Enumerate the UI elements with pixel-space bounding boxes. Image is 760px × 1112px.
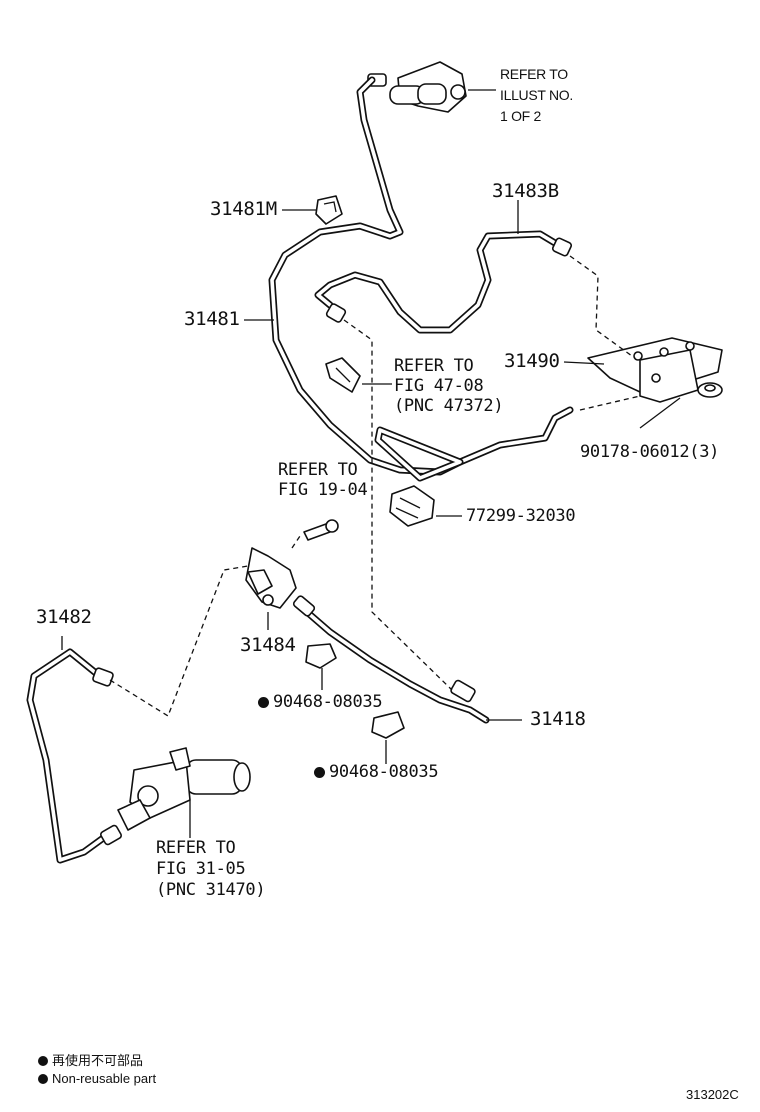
- part-label-31484: 31484: [240, 634, 296, 656]
- ref-fig47-08-line1: REFER TO: [394, 356, 474, 376]
- ref-fig47-08-line2: FIG 47-08: [394, 376, 484, 396]
- non-reusable-dot: [314, 767, 325, 778]
- legend-en: Non-reusable part: [38, 1072, 156, 1085]
- part-label-90468-a: 90468-08035: [258, 692, 383, 712]
- master-cylinder-connector: [367, 61, 467, 113]
- hose-31418: [292, 595, 490, 724]
- tube-31483B: [314, 230, 573, 334]
- legend-dot-icon: [38, 1056, 48, 1066]
- tube-31482: [26, 648, 122, 864]
- ref-fig31-05: REFER TO FIG 31-05 (PNC 31470): [156, 838, 266, 901]
- ref-fig31-05-line2: FIG 31-05: [156, 859, 246, 879]
- part-label-31483B: 31483B: [492, 180, 559, 202]
- part-label-77299: 77299-32030: [466, 506, 576, 526]
- ref-fig31-05-line1: REFER TO: [156, 838, 236, 858]
- ref-fig19-04-line1: REFER TO: [278, 460, 358, 480]
- non-reusable-dot: [258, 697, 269, 708]
- nut-90178: [697, 382, 723, 398]
- ref-fig19-04-line2: FIG 19-04: [278, 480, 368, 500]
- dashed-guides: [109, 255, 641, 717]
- part-label-90468-b: 90468-08035: [314, 762, 439, 782]
- leader-lines: [61, 89, 681, 838]
- tube-31481: [268, 76, 574, 482]
- part-label-90468-a-text: 90468-08035: [273, 692, 383, 712]
- diagram-id: 313202C: [686, 1087, 739, 1102]
- ref-fig47-08: REFER TO FIG 47-08 (PNC 47372): [394, 356, 504, 416]
- clip-31481M: [315, 195, 343, 225]
- release-cylinder: [117, 747, 251, 831]
- ref-illust-line2: ILLUST NO.: [500, 87, 573, 103]
- part-label-90178: 90178-06012(3): [580, 442, 720, 462]
- part-label-31481: 31481: [184, 308, 240, 330]
- clip-fig47-08: [325, 357, 361, 393]
- clip-90468-a: [305, 643, 337, 669]
- legend-en-text: Non-reusable part: [52, 1071, 157, 1086]
- legend-dot-icon: [38, 1074, 48, 1084]
- part-label-31481M: 31481M: [210, 198, 277, 220]
- part-label-31482: 31482: [36, 606, 92, 628]
- part-label-31490: 31490: [504, 350, 560, 372]
- ref-illust: REFER TO ILLUST NO. 1 OF 2: [500, 64, 573, 127]
- part-label-31418: 31418: [530, 708, 586, 730]
- ref-illust-line3: 1 OF 2: [500, 108, 541, 124]
- ref-fig31-05-line3: (PNC 31470): [156, 880, 266, 900]
- ref-fig47-08-line3: (PNC 47372): [394, 396, 504, 416]
- clip-90468-b: [371, 711, 405, 739]
- legend-jp: 再使用不可部品: [38, 1054, 143, 1067]
- bracket-31484: [245, 547, 297, 609]
- bolt-fig19-04: [303, 519, 339, 541]
- ref-illust-line1: REFER TO: [500, 66, 568, 82]
- bracket-31490: [587, 337, 723, 403]
- part-label-90468-b-text: 90468-08035: [329, 762, 439, 782]
- clamp-77299: [389, 485, 435, 527]
- ref-fig19-04: REFER TO FIG 19-04: [278, 460, 368, 500]
- legend-jp-text: 再使用不可部品: [52, 1053, 144, 1068]
